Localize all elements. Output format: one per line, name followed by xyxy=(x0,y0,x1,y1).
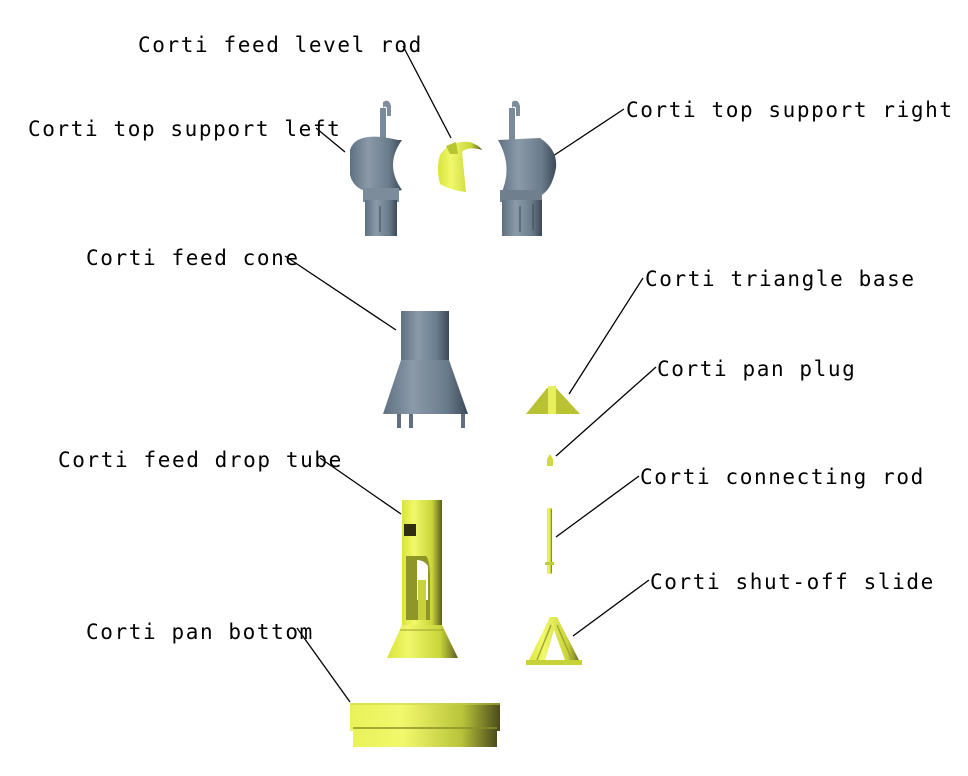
part-feed-drop-tube xyxy=(387,500,458,658)
label-feed-drop-tube: Corti feed drop tube xyxy=(58,448,343,472)
leader-pan-bottom xyxy=(296,627,351,703)
label-shut-off-slide: Corti shut-off slide xyxy=(650,570,935,594)
leader-connecting-rod xyxy=(555,475,640,538)
label-top-support-right: Corti top support right xyxy=(626,98,954,122)
part-pan-plug xyxy=(547,454,553,466)
part-connecting-rod xyxy=(545,508,554,574)
leader-pan-plug xyxy=(555,366,657,457)
leader-top-support-left xyxy=(315,127,346,153)
part-top-support-right xyxy=(498,100,557,236)
part-pan-bottom xyxy=(350,703,500,747)
part-feed-cone xyxy=(383,311,468,428)
label-triangle-base: Corti triangle base xyxy=(645,267,916,291)
label-pan-plug: Corti pan plug xyxy=(657,357,857,381)
label-connecting-rod: Corti connecting rod xyxy=(640,465,925,489)
label-feed-level-rod: Corti feed level rod xyxy=(138,33,423,57)
part-shut-off-slide xyxy=(526,617,582,665)
leader-top-support-right xyxy=(552,108,625,157)
leader-feed-cone xyxy=(284,255,397,331)
label-top-support-left: Corti top support left xyxy=(28,117,342,141)
leader-shut-off-slide xyxy=(572,579,650,637)
label-pan-bottom: Corti pan bottom xyxy=(86,620,314,644)
leader-feed-level-rod xyxy=(402,45,452,139)
part-top-support-left xyxy=(350,100,402,236)
label-feed-cone: Corti feed cone xyxy=(86,246,300,270)
leader-triangle-base xyxy=(568,277,644,395)
leader-feed-drop-tube xyxy=(319,457,402,515)
part-triangle-base xyxy=(526,386,580,414)
part-feed-level-rod xyxy=(438,141,482,192)
